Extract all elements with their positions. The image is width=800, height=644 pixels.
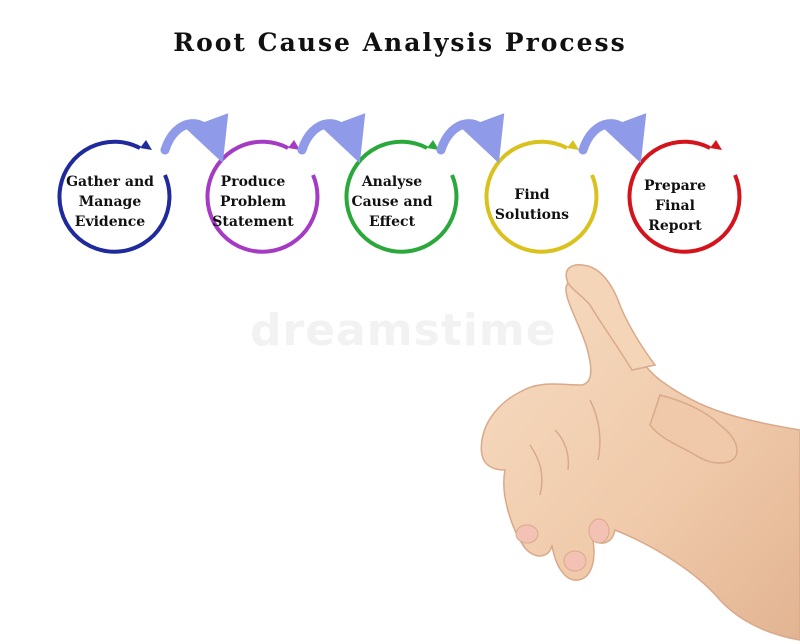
watermark: dreamstime	[250, 305, 557, 356]
step-label-2: Produce Problem Statement	[212, 174, 294, 230]
connector-arrow-3	[436, 113, 505, 164]
connector-arrow-1	[160, 113, 229, 164]
page-title: Root Cause Analysis Process	[173, 28, 627, 57]
step-circle-1	[57, 139, 172, 254]
step-circle-5	[627, 139, 742, 254]
connector-arrow-2	[297, 113, 366, 164]
step-circle-4	[484, 139, 599, 254]
step-circle-3	[344, 139, 459, 254]
connector-arrow-4	[578, 113, 647, 164]
step-label-5: Prepare Final Report	[644, 178, 706, 234]
step-label-1: Gather and Manage Evidence	[66, 174, 154, 230]
step-circle-2	[205, 139, 320, 254]
step-label-4: Find Solutions	[494, 187, 570, 223]
step-label-3: Analyse Cause and Effect	[351, 174, 433, 230]
